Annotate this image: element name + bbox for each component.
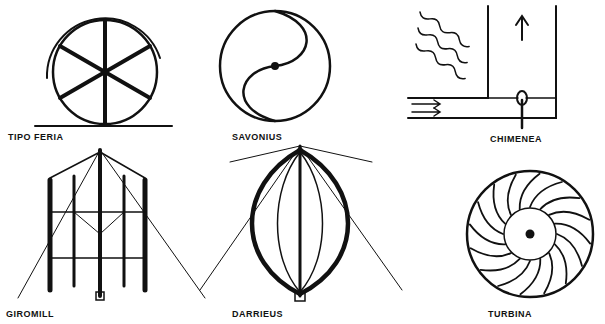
turbine-rotor [467,171,593,297]
darrieus-rotor [200,146,402,301]
turbine-blade [481,259,520,271]
figure-label: TURBINA [488,309,532,319]
turbine-blade [493,185,505,224]
savonius-rotor [220,11,330,121]
turbine-blade [520,259,540,294]
turbine-blade [508,175,516,215]
turbine-blade [471,248,511,256]
solar-chimney [408,6,556,128]
turbine-blade [540,197,579,209]
turbine-blade [520,174,540,209]
figure-label: DARRIEUS [232,309,283,319]
turbine-blade [555,244,567,283]
turbine-blade [544,253,552,293]
figure-label: SAVONIUS [232,132,282,142]
turbine-blade [549,212,589,220]
turbine-blade [555,224,590,244]
giromill-rotor [18,150,205,300]
figure-label: GIROMILL [6,309,54,319]
figure-label: CHIMENEA [490,134,542,144]
turbine-blade [470,224,505,244]
figure-label: TIPO FERIA [8,132,64,142]
ferris-wheel-rotor [35,18,172,126]
